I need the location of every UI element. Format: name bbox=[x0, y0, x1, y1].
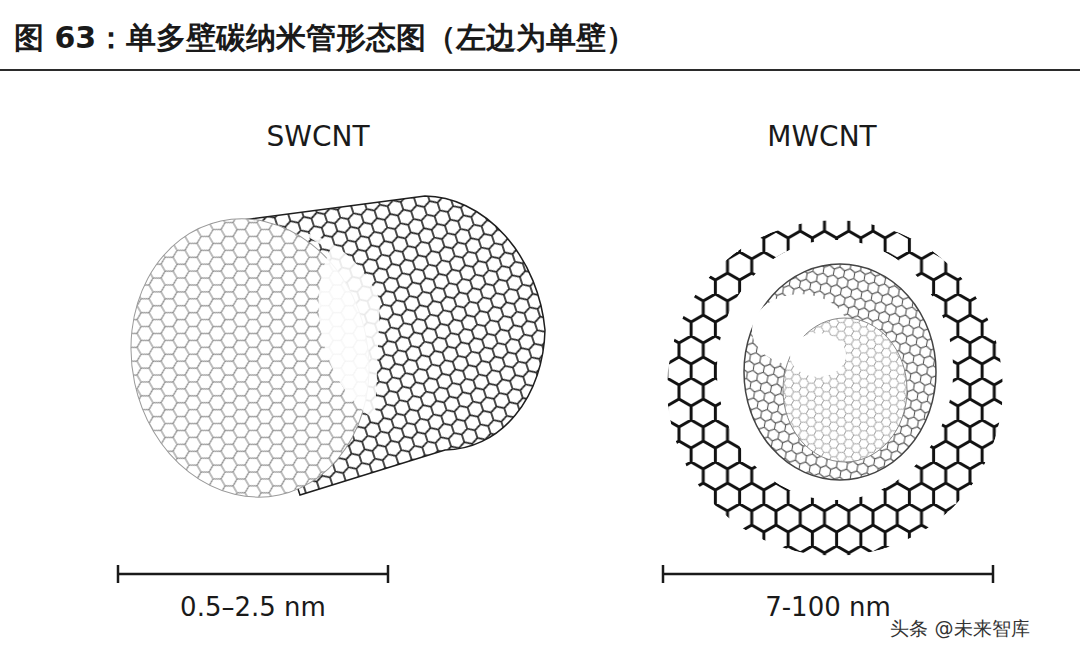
tube-label: MWCNT bbox=[767, 120, 876, 153]
dimension-text: 7-100 nm bbox=[765, 592, 891, 622]
mwcnt-tube bbox=[667, 220, 1003, 556]
swcnt-tube bbox=[105, 196, 545, 519]
title-rule bbox=[0, 69, 1080, 71]
watermark: 头条 @未来智库 bbox=[887, 616, 1032, 642]
dimension-text: 0.5–2.5 nm bbox=[180, 592, 326, 622]
tube-label: SWCNT bbox=[266, 120, 369, 153]
dimension-bar bbox=[118, 565, 993, 583]
figure-title: 图 63：单多壁碳纳米管形态图（左边为单壁） bbox=[14, 18, 636, 59]
